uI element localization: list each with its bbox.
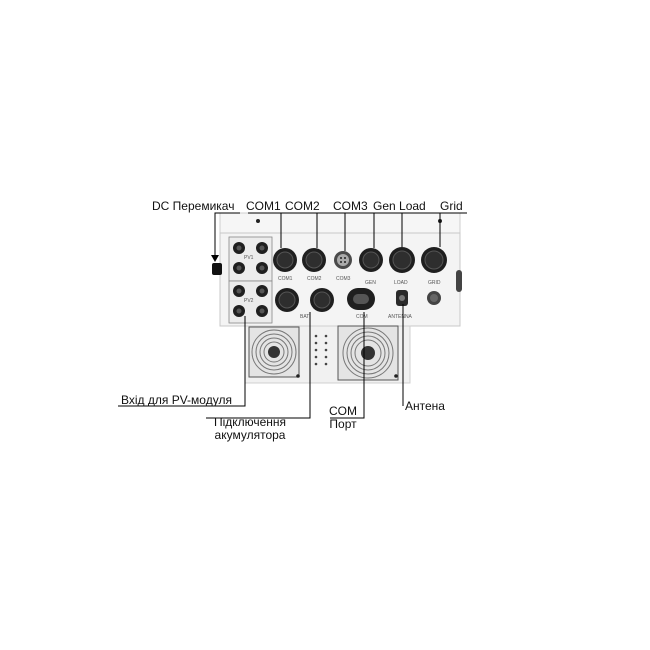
bat-minus-gland <box>310 288 334 312</box>
gen-gland <box>359 248 383 272</box>
com2-marking: COM2 <box>307 276 322 282</box>
battery-label-line2: акумулятора <box>214 428 286 442</box>
battery-leader <box>206 312 311 419</box>
antenna-label: Антена <box>405 399 445 413</box>
pv-input-label: Вхід для PV-модуля <box>121 393 232 407</box>
com-port <box>347 288 375 310</box>
antenna-port <box>396 290 408 306</box>
pv2-marking: PV2 <box>244 298 254 304</box>
left-fan <box>248 326 300 378</box>
com1-marking: COM1 <box>278 276 293 282</box>
dc-switch-leader <box>214 212 240 255</box>
antenna-marking: ANTENNA <box>388 314 413 320</box>
battery-label: Підключення акумулятора <box>208 416 292 442</box>
com-port-label-line2: Порт <box>329 417 357 431</box>
pv2-connectors <box>233 285 268 317</box>
dc-switch-label: DC Перемикач <box>152 199 235 213</box>
callout-lines <box>118 212 467 419</box>
bat-marking: BAT <box>300 314 309 320</box>
load-marking: LOAD <box>394 280 408 286</box>
bat-plus-gland <box>275 288 299 312</box>
mount-hole <box>256 219 260 223</box>
com3-port <box>334 251 352 269</box>
right-fan <box>337 325 399 381</box>
grid-label: Grid <box>440 199 463 213</box>
load-gland <box>389 247 415 273</box>
com-port-label-line1: COM <box>329 404 357 418</box>
mount-hole <box>296 374 300 378</box>
com3-marking: COM3 <box>336 276 351 282</box>
com1-label: COM1 <box>246 199 281 213</box>
pv-input-leader <box>118 316 246 407</box>
com-marking: COM <box>356 314 368 320</box>
com-port-leader <box>330 312 365 419</box>
pv1-marking: PV1 <box>244 255 254 261</box>
vent-dots <box>314 334 328 366</box>
com3-label: COM3 <box>333 199 368 213</box>
gen-load-label: Gen Load <box>373 199 426 213</box>
side-handle <box>456 270 462 292</box>
pv1-connectors <box>233 242 268 274</box>
gen-marking: GEN <box>365 280 376 286</box>
grid-gland <box>421 247 447 273</box>
com1-gland <box>273 248 297 272</box>
com2-gland <box>302 248 326 272</box>
dc-switch-knob <box>212 263 222 275</box>
mount-hole <box>394 374 398 378</box>
com2-label: COM2 <box>285 199 320 213</box>
com-port-label: COM Порт <box>325 405 361 431</box>
battery-label-line1: Підключення <box>213 415 287 429</box>
dc-switch-arrowhead <box>211 255 219 262</box>
grid-marking: GRID <box>428 280 441 286</box>
plug-cap <box>427 291 441 305</box>
